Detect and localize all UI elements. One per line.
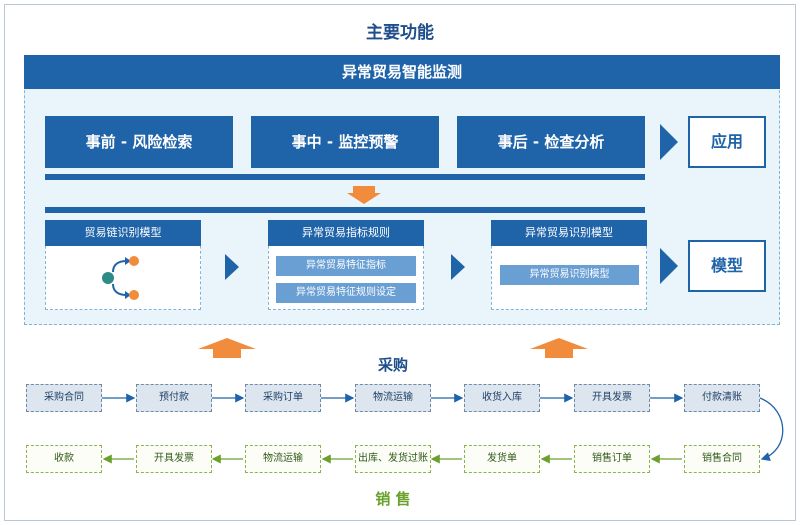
monitoring-banner: 异常贸易智能监测 (24, 55, 780, 89)
sales-label: 销 售 (375, 490, 411, 508)
procurement-step: 付款清账 (684, 384, 760, 412)
procurement-step: 开具发票 (574, 384, 650, 412)
cycle-node-icon (102, 256, 139, 300)
procurement-step: 物流运输 (355, 384, 431, 412)
arrow-up-icon (198, 338, 256, 358)
arrow-right-icon (225, 254, 239, 280)
arrow-right-icon (660, 124, 678, 160)
arrow-right-icon (451, 254, 465, 280)
procurement-step: 采购合同 (26, 384, 102, 412)
page-title: 主要功能 (366, 23, 434, 43)
arrow-down-icon (347, 186, 381, 204)
flow-connectors (102, 393, 784, 464)
model-label: 模型 (688, 240, 766, 292)
sales-step: 发货单 (464, 445, 540, 473)
sales-step: 收款 (26, 445, 102, 473)
phase-underline-bar (45, 174, 645, 180)
application-label: 应用 (688, 116, 766, 168)
sales-step: 物流运输 (245, 445, 321, 473)
sales-step: 销售合同 (684, 445, 760, 473)
model-title-indicator-rules: 异常贸易指标规则 (268, 220, 424, 246)
arrow-up-icon (530, 338, 588, 358)
model-item: 异常贸易识别模型 (500, 265, 639, 285)
arrow-right-icon (660, 248, 678, 284)
phase-during: 事中 - 监控预警 (251, 116, 439, 168)
model-top-bar (45, 207, 645, 213)
procurement-step: 采购订单 (245, 384, 321, 412)
procurement-step: 收货入库 (464, 384, 540, 412)
sales-step: 销售订单 (574, 445, 650, 473)
model-title-trade-chain: 贸易链识别模型 (45, 220, 201, 246)
procurement-step: 预付款 (136, 384, 212, 412)
model-item: 异常贸易特征指标 (276, 256, 416, 276)
model-title-identification: 异常贸易识别模型 (491, 220, 647, 246)
procurement-label: 采购 (377, 356, 408, 374)
model-item: 异常贸易特征规则设定 (276, 283, 416, 303)
sales-step: 出库、发货过账 (355, 445, 431, 473)
phase-pre: 事前 - 风险检索 (45, 116, 233, 168)
phase-post: 事后 - 检查分析 (457, 116, 645, 168)
sales-step: 开具发票 (136, 445, 212, 473)
